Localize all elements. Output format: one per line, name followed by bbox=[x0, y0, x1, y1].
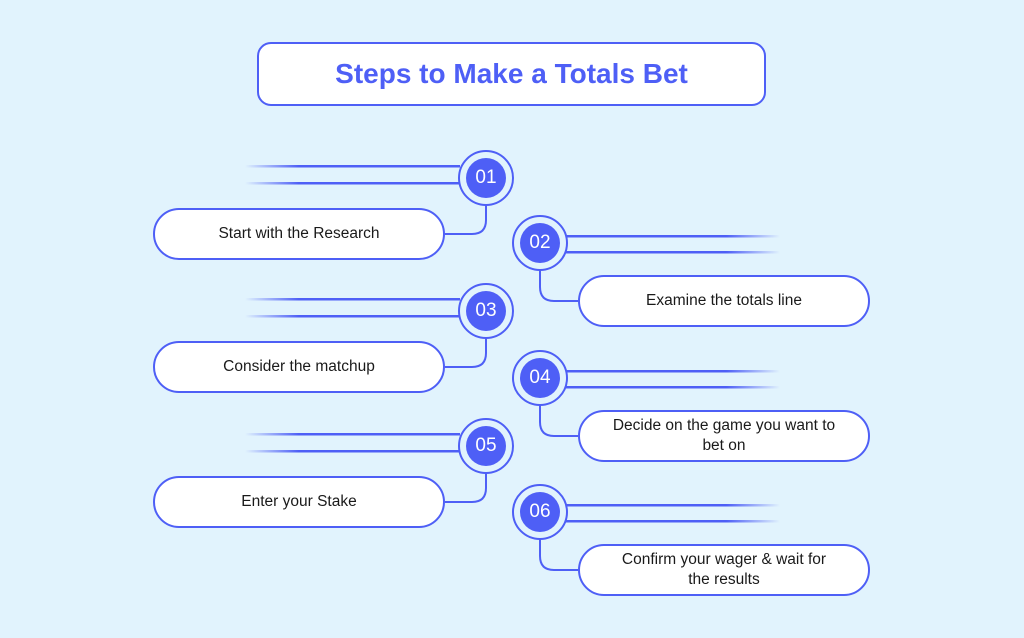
speed-line bbox=[245, 165, 460, 168]
speed-line bbox=[565, 235, 780, 238]
speed-line bbox=[245, 433, 460, 436]
step-label: Enter your Stake bbox=[153, 476, 445, 528]
step-number-badge: 01 bbox=[466, 158, 506, 198]
step-number-badge: 06 bbox=[520, 492, 560, 532]
step-label: Confirm your wager & wait for the result… bbox=[578, 544, 870, 596]
connector bbox=[445, 338, 487, 368]
connector bbox=[539, 270, 578, 302]
speed-line bbox=[245, 315, 460, 318]
step-label: Examine the totals line bbox=[578, 275, 870, 327]
step-number-badge: 02 bbox=[520, 223, 560, 263]
speed-line bbox=[245, 450, 460, 453]
connector bbox=[445, 473, 487, 503]
speed-line bbox=[245, 182, 460, 185]
speed-line bbox=[565, 504, 780, 507]
title-box: Steps to Make a Totals Bet bbox=[257, 42, 766, 106]
step-number-badge: 05 bbox=[466, 426, 506, 466]
speed-line bbox=[245, 298, 460, 301]
speed-line bbox=[565, 520, 780, 523]
speed-line bbox=[565, 386, 780, 389]
connector bbox=[539, 539, 578, 571]
step-number-badge: 04 bbox=[520, 358, 560, 398]
connector bbox=[445, 205, 487, 235]
speed-line bbox=[565, 370, 780, 373]
connector bbox=[539, 405, 578, 437]
step-number-badge: 03 bbox=[466, 291, 506, 331]
speed-line bbox=[565, 251, 780, 254]
step-label: Decide on the game you want to bet on bbox=[578, 410, 870, 462]
step-label: Consider the matchup bbox=[153, 341, 445, 393]
page-title: Steps to Make a Totals Bet bbox=[335, 58, 688, 89]
step-label: Start with the Research bbox=[153, 208, 445, 260]
